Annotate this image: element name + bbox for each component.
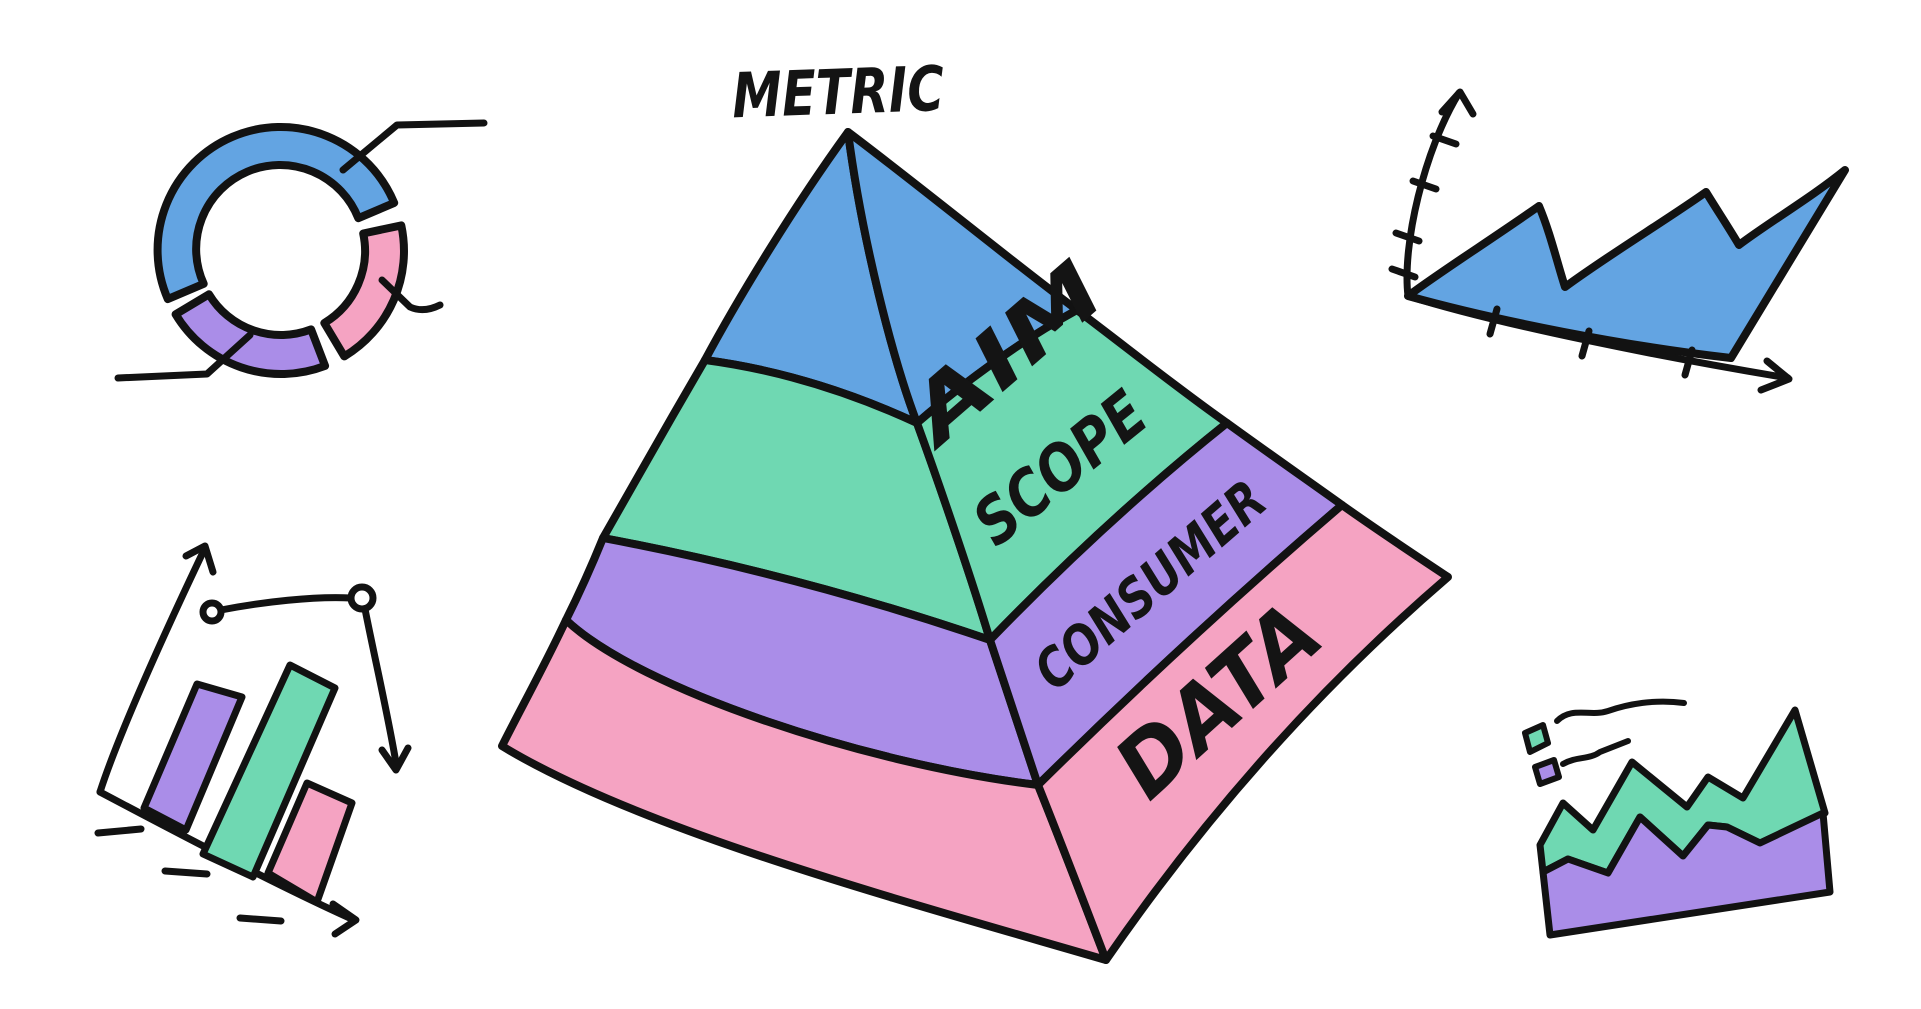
bar-teal xyxy=(199,661,339,881)
donut-segment-pink xyxy=(320,221,408,361)
stacked-area-purple xyxy=(1539,809,1834,939)
bar-chart-y-axis xyxy=(96,544,209,796)
area-chart-y-tick xyxy=(1392,229,1423,245)
trend-marker-dot xyxy=(199,599,225,625)
donut-callout-line-pink xyxy=(378,276,444,314)
area-chart-doodle xyxy=(1388,88,1849,394)
donut-callout-line-purple xyxy=(114,331,254,382)
bar-chart-x-axis-arrowhead xyxy=(329,900,360,938)
pyramid-right-face-data xyxy=(1034,501,1452,964)
area-chart-y-tick xyxy=(1429,132,1460,148)
area-chart-y-tick xyxy=(1388,265,1419,281)
pyramid-title: METRIC xyxy=(731,52,945,132)
trend-down-arrow xyxy=(361,605,400,767)
area-chart-x-tick xyxy=(1681,346,1696,379)
donut-callout-line-blue xyxy=(339,119,488,174)
stacked-area-chart-doodle xyxy=(1522,698,1834,939)
trend-down-arrowhead xyxy=(378,744,412,774)
bar-pink xyxy=(264,779,356,906)
bar-chart-ground-dash xyxy=(161,867,211,878)
donut-segment-blue xyxy=(153,123,399,304)
donut-chart-doodle xyxy=(114,119,488,382)
bar-purple xyxy=(140,680,246,834)
area-fill xyxy=(1404,166,1849,362)
area-chart-x-tick xyxy=(1486,305,1501,338)
trend-marker-dot xyxy=(347,583,377,613)
area-chart-x-axis-arrowhead xyxy=(1757,357,1793,394)
area-chart-y-axis-arrowhead xyxy=(1438,88,1477,118)
legend-squiggle xyxy=(1554,698,1687,724)
bar-chart-y-axis-arrowhead xyxy=(182,542,217,576)
area-chart-x-tick xyxy=(1578,327,1593,360)
bar-chart-ground-dash xyxy=(236,914,285,925)
area-chart-y-tick xyxy=(1409,177,1440,193)
legend-swatch-purple xyxy=(1532,757,1562,787)
trend-line xyxy=(217,594,355,614)
bar-chart-doodle xyxy=(94,542,412,938)
bar-chart-ground-dash xyxy=(94,825,145,837)
legend-swatch-teal xyxy=(1522,722,1551,755)
legend-squiggle xyxy=(1560,738,1631,767)
metric-pyramid-diagram: METRIC AIM SCOPE CONSUMER DATA xyxy=(498,52,1452,964)
